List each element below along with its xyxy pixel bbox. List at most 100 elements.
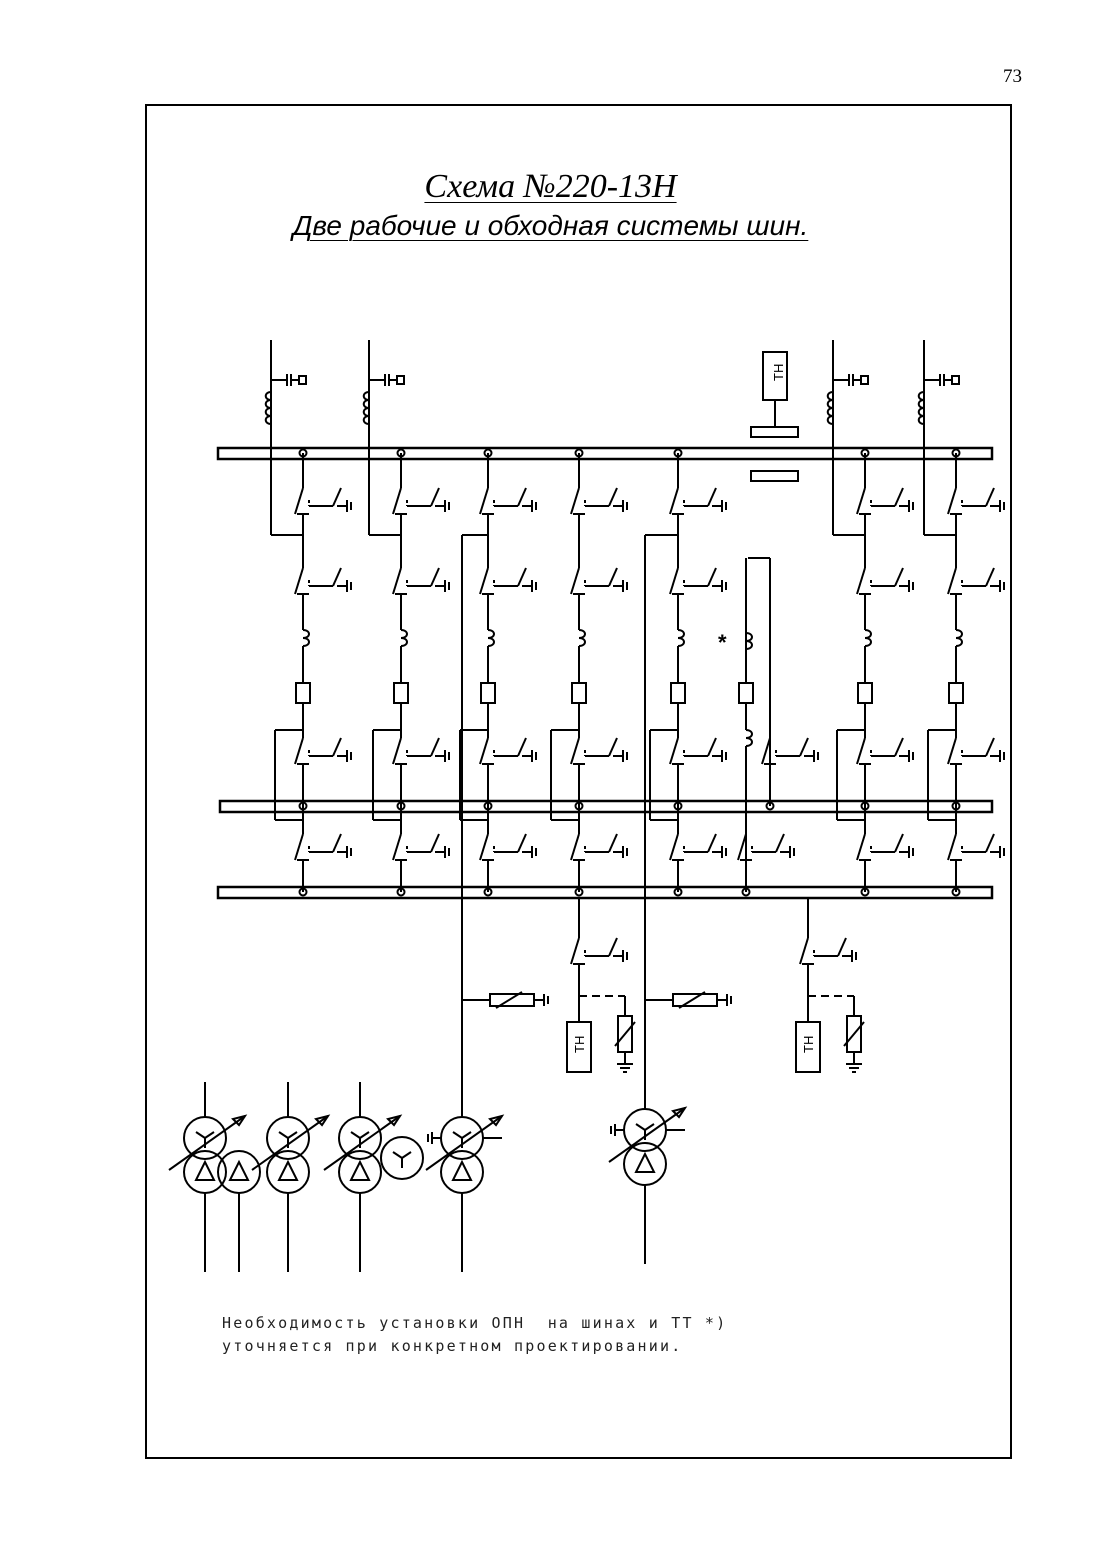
footnote-line-2: уточняется при конкретном проектировании… (222, 1337, 683, 1355)
bus1-disconnector (947, 480, 1005, 524)
bypass-disconnector (294, 826, 352, 870)
circuit-breaker-icon (670, 682, 686, 704)
feeder-t1 (461, 534, 549, 1092)
line-trap-icon (917, 391, 925, 425)
bus1-disconnector (294, 480, 352, 524)
junction-dot (765, 801, 775, 811)
voltage-transformer (795, 1021, 821, 1073)
bus2-disconnector (479, 730, 537, 774)
transformer-1 (168, 1082, 261, 1272)
line-disconnector (479, 560, 537, 604)
scheme-subtitle: Две рабочие и обходная системы шин. (292, 210, 809, 241)
bus2-disconnector (294, 730, 352, 774)
junction-dot (574, 887, 584, 897)
voltage-transformer (566, 1021, 592, 1073)
bay-4 (550, 448, 628, 897)
bus1-disconnector (392, 480, 450, 524)
scheme-title: Схема №220-13Н (0, 168, 1101, 206)
bus2-disconnector (392, 730, 450, 774)
junction-dot (483, 887, 493, 897)
line-trap-icon (826, 391, 834, 425)
line-disconnector (392, 560, 450, 604)
bay-6 (826, 340, 914, 897)
bus-bar-2 (218, 799, 994, 814)
vt-label-top: ТН (771, 364, 786, 381)
current-transformer-icon (677, 629, 685, 647)
bypass-disconnector (669, 826, 727, 870)
asterisk-mark: * (718, 630, 727, 655)
line-trap-icon (362, 391, 370, 425)
line-disconnector (570, 560, 628, 604)
bus-bar-bypass (216, 885, 994, 900)
vt-label: ТН (801, 1036, 816, 1053)
transformer-3 (323, 1082, 424, 1272)
junction-dot (673, 887, 683, 897)
line-disconnector (947, 560, 1005, 604)
vt-disconnector (799, 930, 857, 974)
current-transformer-icon (487, 629, 495, 647)
transformer-2 (251, 1082, 331, 1272)
vt-label: ТН (572, 1036, 587, 1053)
circuit-breaker-icon (857, 682, 873, 704)
bus1-disconnector (669, 480, 727, 524)
line-disconnector (294, 560, 352, 604)
surge-arrester-icon (672, 993, 718, 1007)
bay-5 (649, 448, 727, 897)
current-transformer-icon (302, 629, 310, 647)
junction-dot (741, 887, 751, 897)
junction-dot (860, 887, 870, 897)
scheme-title-text: Схема №220-13Н (424, 168, 677, 205)
junction-dot (951, 887, 961, 897)
bus1-disconnector (570, 480, 628, 524)
bus2-disconnector (947, 730, 1005, 774)
coupling-capacitor-icon (271, 374, 307, 386)
bay-1 (264, 340, 352, 897)
bus2-disconnector (669, 730, 727, 774)
sectional-disconnector (761, 730, 819, 774)
circuit-breaker-icon (295, 682, 311, 704)
bus-bar-1 (216, 446, 994, 461)
vt-cell-2: ТН (795, 898, 865, 1073)
feeder-t2 (644, 534, 732, 1092)
bypass-disconnector (856, 826, 914, 870)
bus2-disconnector (856, 730, 914, 774)
ground-icon (846, 1063, 862, 1073)
current-transformer-icon (955, 629, 963, 647)
surge-arrester-icon (489, 993, 535, 1007)
circuit-breaker-icon (738, 682, 754, 704)
bay-7 (917, 340, 1005, 897)
circuit-breaker-icon (571, 682, 587, 704)
transformer-4 (425, 1082, 505, 1272)
drawing-frame (145, 104, 1012, 1459)
bypass-disconnector (479, 826, 537, 870)
line-trap-icon (264, 391, 272, 425)
bus-vt-top: ТН (750, 351, 799, 482)
footnote: Необходимость установки ОПН на шинах и Т… (222, 1312, 727, 1358)
bay-3 (459, 448, 537, 897)
current-transformer-icon (400, 629, 408, 647)
coupling-capacitor-icon (924, 374, 960, 386)
bus1-disconnector (479, 480, 537, 524)
bus1-disconnector (856, 480, 914, 524)
page-number: 73 (1003, 66, 1022, 87)
vt-disconnector (570, 930, 628, 974)
current-transformer-icon (864, 629, 872, 647)
bypass-disconnector (947, 826, 1005, 870)
transformer-5 (608, 1074, 688, 1264)
junction-dot (298, 887, 308, 897)
coupling-capacitor-icon (369, 374, 405, 386)
line-disconnector (669, 560, 727, 604)
circuit-breaker-icon (480, 682, 496, 704)
coupling-capacitor-icon (833, 374, 869, 386)
circuit-breaker-icon (948, 682, 964, 704)
bay-2 (362, 340, 450, 897)
line-disconnector (856, 560, 914, 604)
ground-icon (617, 1063, 633, 1073)
junction-dot (396, 887, 406, 897)
bypass-disconnector (392, 826, 450, 870)
bus2-disconnector (570, 730, 628, 774)
current-transformer-icon (578, 629, 586, 647)
bypass-disconnector (570, 826, 628, 870)
vt-cell-1: ТН (566, 898, 636, 1073)
